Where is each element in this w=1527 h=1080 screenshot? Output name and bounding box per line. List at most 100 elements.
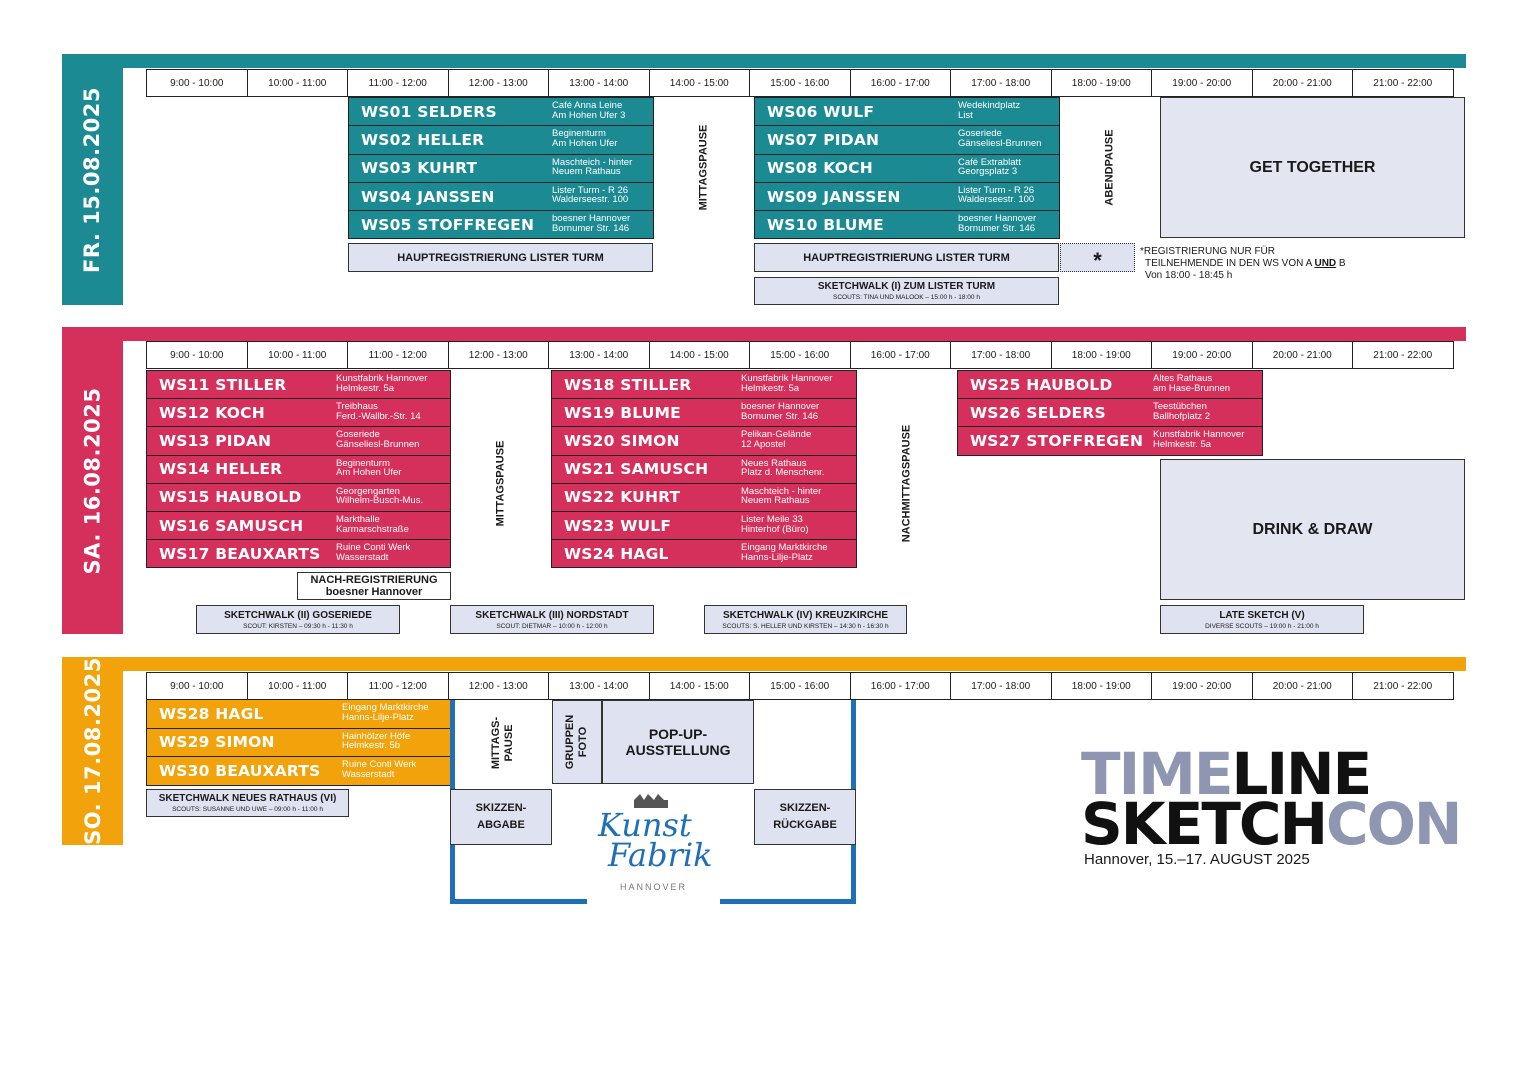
sketchwalk-2: SKETCHWALK (II) GOSERIEDE SCOUT: KIRSTEN… [196, 605, 400, 634]
hour-cell: 15:00 - 16:00 [749, 341, 851, 369]
workshop-code: WS25 HAUBOLD [970, 375, 1113, 394]
workshop-code: WS05 STOFFREGEN [361, 215, 535, 234]
hour-cell: 17:00 - 18:00 [950, 672, 1052, 700]
workshop-code: WS04 JANSSEN [361, 187, 495, 206]
hour-cell: 11:00 - 12:00 [347, 341, 449, 369]
factory-roof-icon [634, 794, 668, 808]
workshop-code: WS18 STILLER [564, 375, 692, 394]
hour-cell: 9:00 - 10:00 [146, 672, 248, 700]
workshop-code: WS24 HAGL [564, 544, 669, 563]
workshop-code: WS17 BEAUXARTS [159, 544, 321, 563]
sat-top-bar [62, 327, 1466, 341]
workshop-code: WS22 KUHRT [564, 488, 681, 507]
fri-mittagspause: MITTAGSPAUSE [697, 124, 710, 211]
fri-registration-1: HAUPTREGISTRIERUNG LISTER TURM [348, 243, 653, 272]
workshop-code: WS27 STOFFREGEN [970, 431, 1144, 450]
hour-cell: 18:00 - 19:00 [1050, 672, 1152, 700]
drink-and-draw-block: DRINK & DRAW [1160, 459, 1465, 600]
workshop-code: WS11 STILLER [159, 375, 287, 394]
hour-cell: 13:00 - 14:00 [548, 69, 650, 97]
hour-cell: 15:00 - 16:00 [749, 672, 851, 700]
kunstfabrik-frame-bottom-right [720, 899, 856, 904]
fri-day-label: FR. 15.08.2025 [80, 86, 105, 273]
workshop-code: WS30 BEAUXARTS [159, 761, 321, 780]
fri-day-band: FR. 15.08.2025 [62, 54, 123, 305]
fri-registration-2: HAUPTREGISTRIERUNG LISTER TURM [754, 243, 1059, 272]
workshop-code: WS29 SIMON [159, 733, 275, 752]
fri-registration-asterisk: * [1060, 243, 1135, 273]
workshop-code: WS12 KOCH [159, 403, 265, 422]
kunstfabrik-logo: Kunst Fabrik HANNOVER [594, 792, 714, 896]
sketchwalk-1: SKETCHWALK (I) ZUM LISTER TURM SCOUTS: T… [754, 277, 1059, 305]
sketchwalk-3: SKETCHWALK (III) NORDSTADT SCOUT: DIETMA… [450, 605, 654, 634]
sketchwalk-6: SKETCHWALK NEUES RATHAUS (VI) SCOUTS: SU… [146, 789, 349, 817]
sat-day-label: SA. 16.08.2025 [80, 387, 105, 574]
timeline-title: TIMELINE [1081, 740, 1372, 808]
workshop-code: WS02 HELLER [361, 130, 485, 149]
workshop-code: WS09 JANSSEN [767, 187, 901, 206]
workshop-code: WS19 BLUME [564, 403, 681, 422]
sat-day-band: SA. 16.08.2025 [62, 327, 123, 634]
hannover-wordmark: HANNOVER [620, 882, 688, 892]
kunst-wordmark: Kunst [598, 806, 692, 844]
hour-cell: 12:00 - 13:00 [447, 341, 549, 369]
workshop-code: WS10 BLUME [767, 215, 884, 234]
hour-cell: 14:00 - 15:00 [648, 341, 750, 369]
hour-cell: 14:00 - 15:00 [648, 69, 750, 97]
hour-cell: 10:00 - 11:00 [246, 341, 348, 369]
hour-cell: 14:00 - 15:00 [648, 672, 750, 700]
event-subtitle: Hannover, 15.–17. AUGUST 2025 [1084, 851, 1310, 868]
fri-abendpause: ABENDPAUSE [1103, 129, 1116, 206]
get-together-block: GET TOGETHER [1160, 97, 1465, 238]
nach-registrierung: NACH-REGISTRIERUNG boesner Hannover [297, 572, 451, 600]
hour-cell: 18:00 - 19:00 [1050, 69, 1152, 97]
skizzen-abgabe: SKIZZEN- ABGABE [450, 789, 552, 845]
hour-cell: 11:00 - 12:00 [347, 69, 449, 97]
sketchwalk-4: SKETCHWALK (IV) KREUZKIRCHE SCOUTS: S. H… [704, 605, 907, 634]
